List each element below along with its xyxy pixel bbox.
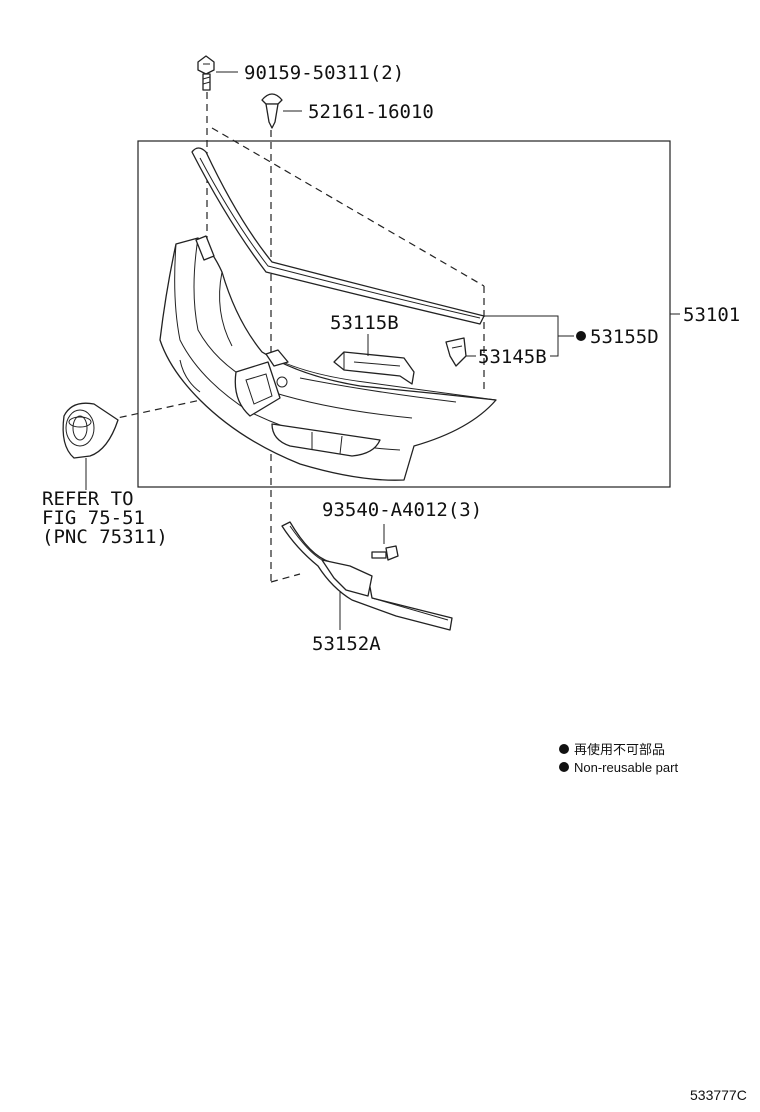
ref-line-3: (PNC 75311) — [42, 526, 168, 548]
label-screw: 93540-A4012(3) — [322, 499, 482, 521]
non-reusable-marker — [576, 331, 586, 341]
upper-molding[interactable] — [191, 147, 485, 325]
label-lower-bracket: 53152A — [312, 633, 381, 655]
legend-jp: 再使用不可部品 — [574, 742, 665, 757]
label-bolt: 90159-50311(2) — [244, 62, 404, 84]
bracket-clip-53145B[interactable] — [445, 337, 467, 367]
guide-bottom — [270, 573, 301, 583]
legend-bullet-jp — [559, 744, 569, 754]
legend: 再使用不可部品 Non-reusable part — [559, 742, 678, 775]
clip-52161[interactable] — [261, 93, 283, 129]
label-assembly: 53101 — [683, 304, 740, 326]
bolt-90159[interactable] — [197, 55, 215, 91]
ref-line-1: REFER TO — [42, 488, 134, 510]
label-clip: 52161-16010 — [308, 101, 434, 123]
lower-bracket-53152A[interactable] — [281, 521, 453, 631]
label-bracket-clip: 53145B — [478, 346, 547, 368]
grille-body[interactable] — [159, 235, 497, 481]
ref-line-2: FIG 75-51 — [42, 507, 145, 529]
screw-93540[interactable] — [371, 545, 399, 561]
legend-en: Non-reusable part — [574, 760, 678, 775]
label-upper-part: 53115B — [330, 312, 399, 334]
label-seal: 53155D — [590, 326, 659, 348]
legend-bullet-en — [559, 762, 569, 772]
upper-part-53115B[interactable] — [333, 351, 415, 385]
guide-top — [211, 127, 485, 287]
emblem[interactable] — [62, 402, 119, 459]
diagram-code: 533777C — [690, 1087, 747, 1103]
